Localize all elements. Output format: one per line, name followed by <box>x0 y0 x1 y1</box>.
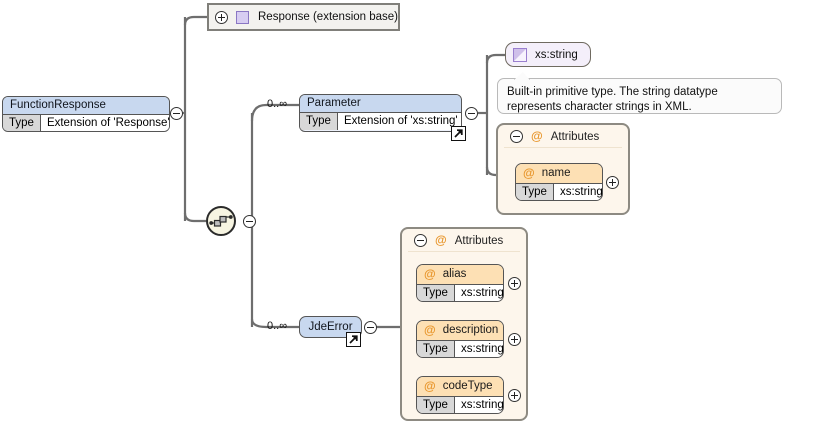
attribute-description-label: description <box>442 324 499 336</box>
attribute-description-type-value: xs:string <box>454 341 503 357</box>
annotation-text: Built-in primitive type. The string data… <box>507 86 718 113</box>
attribute-description-type-row: Type xs:string <box>417 341 503 357</box>
sequence-glyph <box>209 215 233 227</box>
extension-base-response[interactable]: Response (extension base) <box>207 3 400 31</box>
attribute-codetype-label: codeType <box>442 380 493 392</box>
jdeerror-external-ref-arrow-icon[interactable] <box>346 332 361 347</box>
attribute-name-expand-icon[interactable] <box>606 176 619 189</box>
response-expand-icon[interactable] <box>215 10 228 24</box>
attribute-description-type-key: Type <box>417 341 455 357</box>
parameter-name: Parameter <box>300 95 461 113</box>
parameter-type-key: Type <box>300 113 338 130</box>
attribute-codetype-type-value: xs:string <box>454 397 503 413</box>
function-response-name: FunctionResponse <box>3 97 169 115</box>
at-icon: @ <box>424 323 436 337</box>
attribute-name-label: name <box>541 167 571 179</box>
attribute-alias-type-row: Type xs:string <box>417 285 503 301</box>
parameter-external-ref-arrow-icon[interactable] <box>451 126 466 141</box>
attribute-description-expand-icon[interactable] <box>508 333 521 346</box>
attribute-name-type-key: Type <box>516 184 554 200</box>
attribute-name-type-value: xs:string <box>553 184 602 200</box>
parameter-occurrence: 0..∞ <box>267 98 288 110</box>
arrow-glyph <box>454 129 463 138</box>
parameter-attributes-header: @ Attributes <box>504 125 622 148</box>
extension-base-label: Response (extension base) <box>258 11 398 23</box>
at-icon: @ <box>435 233 447 247</box>
sequence-icon[interactable] <box>206 206 236 236</box>
attribute-codetype-header: @ codeType <box>417 377 503 397</box>
function-response-collapse-icon[interactable] <box>170 107 183 120</box>
at-icon: @ <box>424 267 436 281</box>
jdeerror-label: JdeError <box>308 321 353 333</box>
simple-type-xs-string[interactable]: xs:string <box>505 42 591 67</box>
parameter-type-row: Type Extension of 'xs:string' <box>300 113 461 130</box>
attribute-alias-label: alias <box>442 268 467 280</box>
attribute-codetype-type-row: Type xs:string <box>417 397 503 413</box>
at-icon: @ <box>424 379 436 393</box>
jdeerror-collapse-icon[interactable] <box>364 321 377 334</box>
attribute-description[interactable]: @ description Type xs:string <box>416 320 504 358</box>
sequence-collapse-icon[interactable] <box>243 215 256 228</box>
attribute-codetype-expand-icon[interactable] <box>508 389 521 402</box>
attribute-codetype-type-key: Type <box>417 397 455 413</box>
at-icon: @ <box>523 166 535 180</box>
jdeerror-attributes-header: @ Attributes <box>408 229 520 252</box>
jdeerror-attributes-collapse-icon[interactable] <box>414 234 427 247</box>
attribute-name-header: @ name <box>516 164 602 184</box>
simple-type-label: xs:string <box>535 48 578 61</box>
parameter-attributes-label: Attributes <box>550 130 600 143</box>
function-response-type-row: Type Extension of 'Response' <box>3 115 169 131</box>
attribute-codetype[interactable]: @ codeType Type xs:string <box>416 376 504 414</box>
attribute-description-header: @ description <box>417 321 503 341</box>
function-response-type-value: Extension of 'Response' <box>40 115 169 131</box>
at-icon: @ <box>531 129 543 143</box>
parameter-attributes-collapse-icon[interactable] <box>510 130 523 143</box>
simple-type-icon <box>513 47 527 62</box>
attribute-alias-type-value: xs:string <box>454 285 503 301</box>
arrow-glyph <box>349 335 358 344</box>
jdeerror-attributes-label: Attributes <box>454 234 504 247</box>
element-function-response[interactable]: FunctionResponse Type Extension of 'Resp… <box>2 96 170 132</box>
attribute-alias-expand-icon[interactable] <box>508 277 521 290</box>
annotation-tooltip: Built-in primitive type. The string data… <box>497 72 782 114</box>
jdeerror-occurrence: 0..∞ <box>267 320 288 332</box>
attribute-name-type-row: Type xs:string <box>516 184 602 200</box>
complex-type-icon <box>236 10 249 24</box>
attribute-alias-type-key: Type <box>417 285 455 301</box>
element-parameter[interactable]: Parameter Type Extension of 'xs:string' <box>299 94 462 132</box>
function-response-type-key: Type <box>3 115 41 131</box>
parameter-type-value: Extension of 'xs:string' <box>337 113 461 130</box>
attribute-alias-header: @ alias <box>417 265 503 285</box>
attribute-name[interactable]: @ name Type xs:string <box>515 163 603 201</box>
attribute-alias[interactable]: @ alias Type xs:string <box>416 264 504 302</box>
parameter-collapse-icon[interactable] <box>465 107 478 120</box>
